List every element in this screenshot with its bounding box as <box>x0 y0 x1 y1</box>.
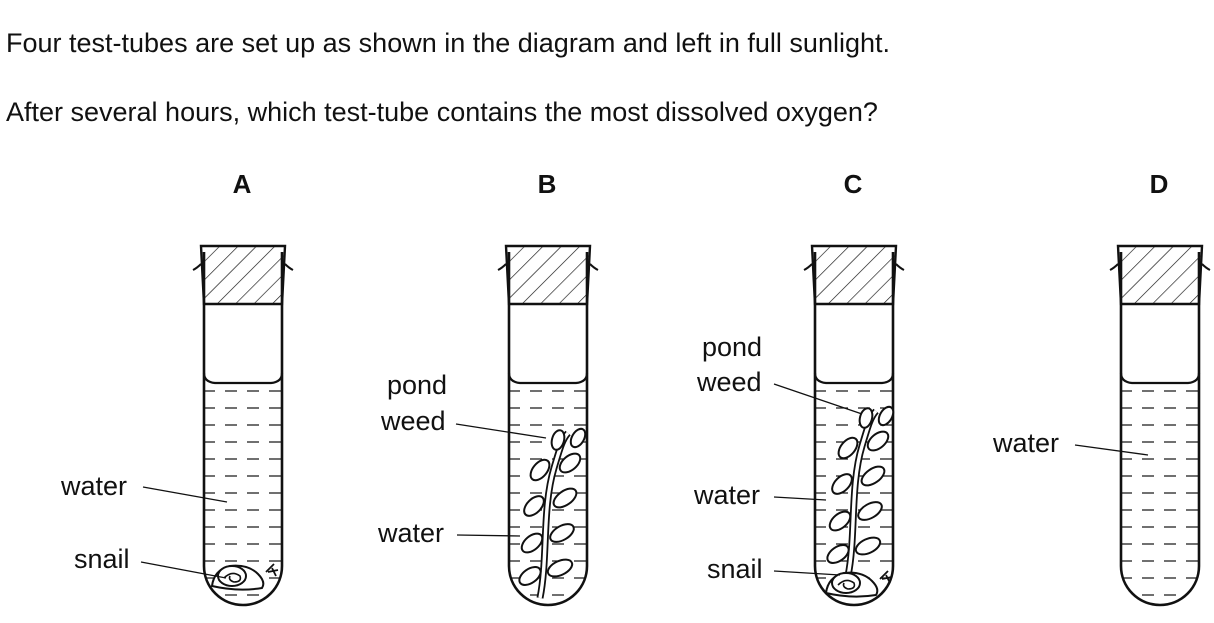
tube-d-water-label: water <box>992 428 1059 458</box>
tube-d-glass <box>1108 244 1212 607</box>
tube-a-glass <box>191 244 295 607</box>
option-a-letter: A <box>233 169 252 199</box>
option-d-letter: D <box>1150 169 1169 199</box>
tube-a-snail-label: snail <box>74 544 130 574</box>
test-tube-d: D water <box>992 169 1212 607</box>
test-tube-c: C pond weed water snail <box>693 169 906 607</box>
tube-a-snail-leader <box>140 561 227 579</box>
tube-d-water-leader <box>1074 444 1149 456</box>
tube-a-water-leader <box>142 486 228 503</box>
test-tube-b: B pond weed water <box>377 169 600 607</box>
option-c-letter: C <box>844 169 863 199</box>
tube-b-water-leader <box>456 534 521 537</box>
tube-c-weed-label-2: weed <box>696 367 762 397</box>
test-tube-a: A water snail <box>60 169 295 607</box>
question-line-2: After several hours, which test-tube con… <box>6 97 878 127</box>
tube-c-water-label: water <box>693 480 760 510</box>
tube-c-weed-label-1: pond <box>702 332 762 362</box>
question-line-1: Four test-tubes are set up as shown in t… <box>6 28 890 58</box>
tube-c-snail-label: snail <box>707 554 763 584</box>
tube-c-snail-leader <box>773 570 841 576</box>
tube-b-weed-leader <box>455 423 547 439</box>
tube-c-weed-leader <box>773 383 863 415</box>
tube-b-weed-label-1: pond <box>387 370 447 400</box>
option-b-letter: B <box>538 169 557 199</box>
tube-a-water-label: water <box>60 471 127 501</box>
tube-b-water-label: water <box>377 518 444 548</box>
tube-b-weed-label-2: weed <box>380 406 446 436</box>
tube-c-water-leader <box>773 496 827 501</box>
